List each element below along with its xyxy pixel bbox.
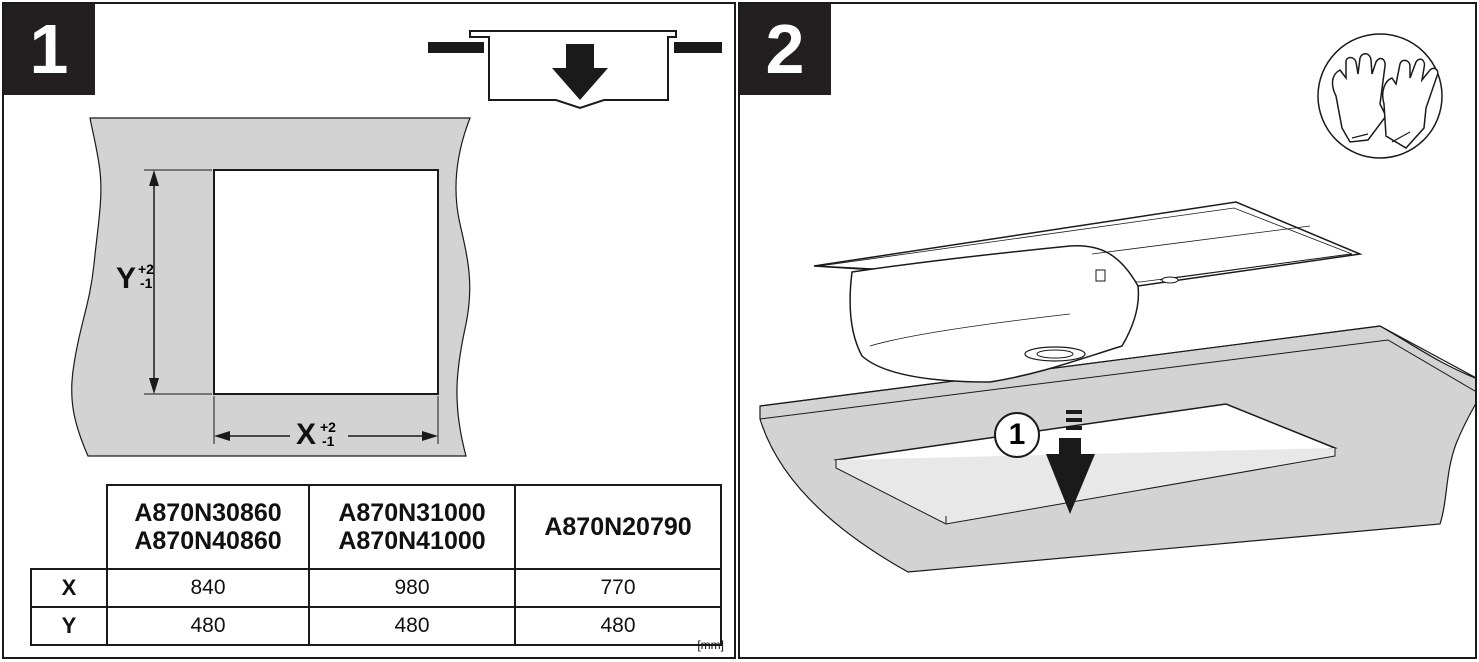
- row-label: X: [30, 568, 108, 608]
- model-name: A870N20790: [544, 513, 692, 541]
- table-cell: 980: [308, 568, 516, 608]
- countertop-slab: [759, 325, 1475, 573]
- cutout-diagram: [71, 30, 722, 457]
- x-tolerance-plus: +2: [320, 419, 336, 435]
- model-header: A870N30860 A870N40860: [106, 484, 310, 570]
- x-dimension-label: X: [296, 418, 317, 451]
- table-row: Y 480 480 480: [30, 606, 722, 646]
- step-number-badge: 1: [4, 4, 95, 95]
- x-tolerance-minus: -1: [322, 433, 335, 449]
- table-cell: 480: [106, 606, 310, 646]
- y-tolerance-plus: +2: [138, 261, 154, 277]
- y-dimension-label: Y: [116, 262, 137, 295]
- callout-number: 1: [994, 412, 1040, 458]
- table-cell: 480: [514, 606, 722, 646]
- step-1-panel: 1 Y +2 -1 X +2 -1 A870N30860 A870N40860 …: [2, 2, 736, 659]
- step-2-panel: 2 1: [738, 2, 1477, 659]
- y-tolerance-minus: -1: [140, 275, 153, 291]
- table-cell: 480: [308, 606, 516, 646]
- sink-unit: [813, 201, 1363, 383]
- model-header: A870N31000 A870N41000: [308, 484, 516, 570]
- sink-section-icon: [428, 30, 722, 110]
- model-name: A870N40860: [134, 527, 282, 555]
- unit-label: [mm]: [697, 638, 724, 652]
- row-label: Y: [30, 606, 108, 646]
- table-row: X 840 980 770: [30, 568, 722, 608]
- table-cell: 840: [106, 568, 310, 608]
- installation-diagram: [759, 33, 1475, 573]
- table-cell: 770: [514, 568, 722, 608]
- model-name: A870N31000: [338, 499, 486, 527]
- table-corner: [31, 485, 108, 570]
- model-name: A870N41000: [338, 527, 486, 555]
- cutout-rectangle: [213, 169, 439, 395]
- model-header: A870N20790: [514, 484, 722, 570]
- dimensions-table: A870N30860 A870N40860 A870N31000 A870N41…: [30, 484, 722, 646]
- gloves-icon: [1317, 33, 1443, 159]
- step-number-badge: 2: [740, 4, 831, 95]
- down-arrow-icon: [1046, 410, 1095, 514]
- model-name: A870N30860: [134, 499, 282, 527]
